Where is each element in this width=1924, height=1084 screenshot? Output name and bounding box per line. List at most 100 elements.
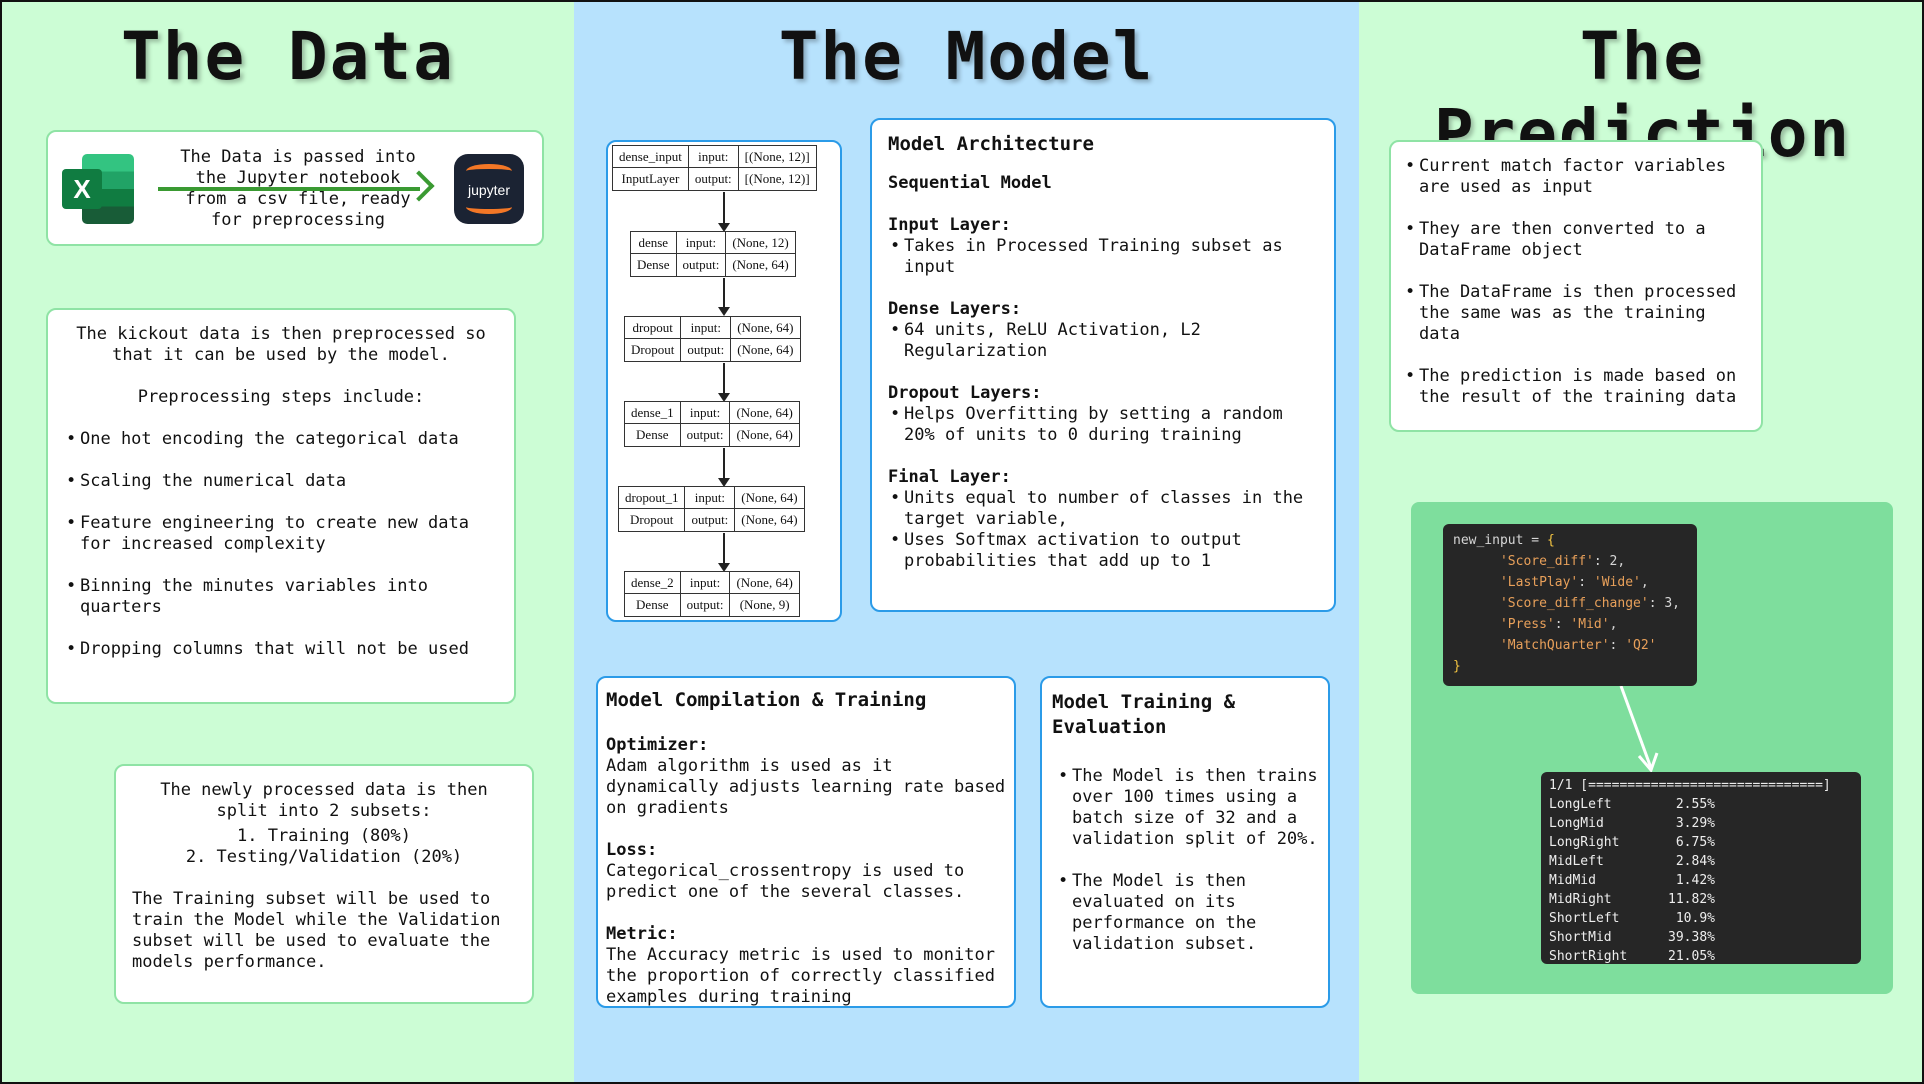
code-value: 'Mid' (1570, 617, 1610, 632)
list-item: Helps Overfitting by setting a random 20… (888, 404, 1318, 446)
output-value: 21.05% (1668, 949, 1715, 964)
section-heading: Metric: (606, 924, 678, 944)
split-item: 2. Testing/Validation (20%) (185, 847, 463, 867)
section-heading: Final Layer: (888, 467, 1011, 487)
section-list: Units equal to number of classes in the … (888, 488, 1318, 572)
code-key: 'MatchQuarter' (1499, 638, 1610, 653)
section-heading: Input Layer: (888, 215, 1011, 235)
output-label: MidMid (1549, 873, 1596, 888)
architecture-card: Model Architecture Sequential Model Inpu… (870, 118, 1336, 612)
flow-arrow (718, 363, 730, 402)
code-value: 'Q2' (1625, 638, 1657, 653)
list-item: The Model is then trains over 100 times … (1056, 766, 1318, 850)
output-label: ShortLeft (1549, 911, 1620, 926)
code-key: 'Score_diff_change' (1499, 596, 1649, 611)
output-value: 10.9% (1675, 911, 1715, 926)
output-value: 11.82% (1668, 892, 1715, 907)
list-item: Binning the minutes variables into quart… (64, 576, 498, 618)
split-outro: The Training subset will be used to trai… (132, 889, 501, 972)
output-value: 1.42% (1675, 873, 1715, 888)
split-intro: The newly processed data is then split i… (160, 780, 488, 821)
section-text: Categorical_crossentropy is used to pred… (606, 861, 965, 902)
output-value: 39.38% (1668, 930, 1715, 945)
flow-arrow (158, 187, 420, 191)
output-row: ShortLeft 10.9% (1549, 909, 1853, 928)
output-label: ShortMid (1549, 930, 1612, 945)
data-title: The Data (121, 18, 455, 95)
excel-icon: X (62, 154, 136, 224)
list-item: They are then converted to a DataFrame o… (1403, 219, 1745, 261)
prediction-steps-card: Current match factor variables are used … (1389, 140, 1763, 432)
code-key: 'LastPlay' (1499, 575, 1579, 590)
input-code-block: new_input = { 'Score_diff': 2, 'LastPlay… (1443, 524, 1697, 686)
ingest-text: The Data is passed into the Jupyter note… (180, 147, 416, 230)
section-heading: Loss: (606, 840, 658, 860)
list-item: Uses Softmax activation to output probab… (888, 530, 1318, 572)
output-row: ShortRight 21.05% (1549, 947, 1853, 966)
code-value: 3 (1664, 596, 1673, 611)
section-text: The Accuracy metric is used to monitor t… (606, 945, 995, 1007)
list-item: Units equal to number of classes in the … (888, 488, 1318, 530)
output-label: LongRight (1549, 835, 1620, 850)
code-brace: } (1453, 659, 1461, 674)
section-list: Takes in Processed Training subset as in… (888, 236, 1318, 278)
list-item: 64 units, ReLU Activation, L2 Regulariza… (888, 320, 1318, 362)
section-text: Adam algorithm is used as it dynamically… (606, 756, 1006, 818)
list-item: Takes in Processed Training subset as in… (888, 236, 1318, 278)
architecture-subtitle: Sequential Model (888, 173, 1052, 193)
training-list: The Model is then trains over 100 times … (1052, 766, 1318, 955)
training-title: Model Training & Evaluation (1052, 691, 1236, 738)
output-row: MidMid 1.42% (1549, 871, 1853, 890)
section-list: Helps Overfitting by setting a random 20… (888, 404, 1318, 446)
output-row: ShortMid 39.38% (1549, 928, 1853, 947)
split-item: 1. Training (80%) (237, 826, 411, 846)
code-var: new_input (1453, 533, 1524, 548)
progress-bar-text: 1/1 [==============================] (1549, 778, 1831, 793)
list-item: The DataFrame is then processed the same… (1403, 282, 1745, 345)
prediction-column: The Prediction Current match factor vari… (1359, 2, 1922, 1082)
flow-arrow (1619, 686, 1659, 773)
ingest-card: X The Data is passed into the Jupyter no… (46, 130, 544, 246)
jupyter-icon: jupyter (454, 154, 524, 224)
output-label: MidRight (1549, 892, 1612, 907)
output-value: 3.29% (1675, 816, 1715, 831)
output-value: 2.84% (1675, 854, 1715, 869)
preprocess-steps-heading: Preprocessing steps include: (137, 387, 425, 407)
section-list: 64 units, ReLU Activation, L2 Regulariza… (888, 320, 1318, 362)
flow-arrow (718, 192, 730, 232)
output-label: LongLeft (1549, 797, 1612, 812)
compilation-card: Model Compilation & Training Optimizer: … (596, 676, 1016, 1008)
model-title: The Model (778, 18, 1155, 95)
preprocess-intro: The kickout data is then preprocessed so… (76, 324, 486, 365)
section-heading: Optimizer: (606, 735, 709, 755)
code-value: 2 (1609, 554, 1618, 569)
list-item: The Model is then evaluated on its perfo… (1056, 871, 1318, 955)
output-row: LongLeft 2.55% (1549, 795, 1853, 814)
flow-arrow (718, 278, 730, 316)
prediction-steps: Current match factor variables are used … (1403, 156, 1745, 408)
list-item: Current match factor variables are used … (1403, 156, 1745, 198)
code-key: 'Score_diff' (1499, 554, 1594, 569)
output-row: MidRight 11.82% (1549, 890, 1853, 909)
output-label: MidLeft (1549, 854, 1604, 869)
output-label: ShortRight (1549, 949, 1628, 964)
code-assign: = (1523, 533, 1547, 548)
output-row: MidLeft 2.84% (1549, 852, 1853, 871)
output-value: 2.55% (1675, 797, 1715, 812)
training-card: Model Training & Evaluation The Model is… (1040, 676, 1330, 1008)
list-item: Scaling the numerical data (64, 471, 498, 492)
architecture-title: Model Architecture (888, 133, 1094, 155)
preprocess-steps: One hot encoding the categorical data Sc… (64, 429, 498, 660)
section-heading: Dense Layers: (888, 299, 1022, 319)
